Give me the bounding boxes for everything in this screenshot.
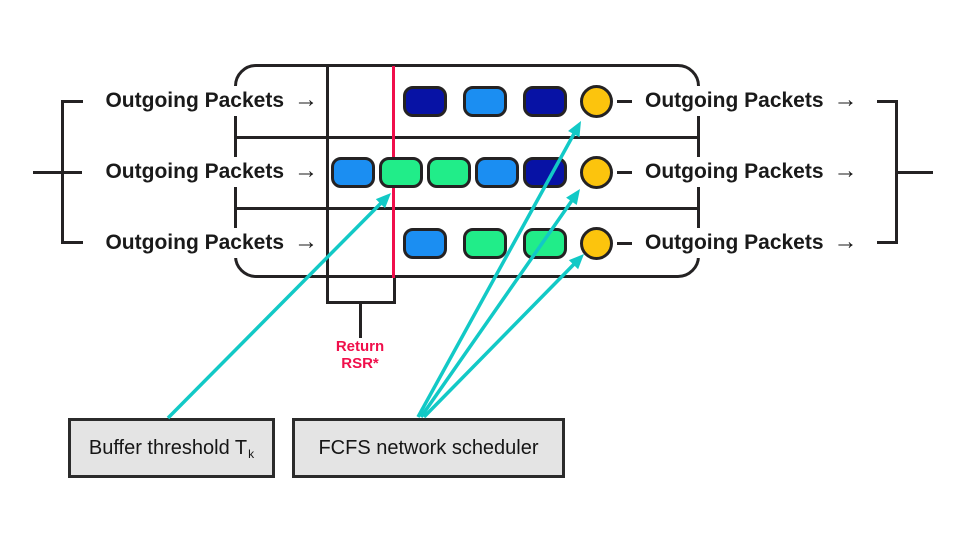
input-tick-top <box>60 100 83 103</box>
input-tick-bottom <box>60 241 83 244</box>
packet-darkblue <box>403 86 447 117</box>
arrow-right-icon: → <box>833 228 858 255</box>
incoming-label-text: Outgoing Packets <box>105 231 284 254</box>
scheduler-link-queue-3 <box>617 242 632 245</box>
return-rsr-line2: RSR* <box>341 355 379 372</box>
row-separator-1 <box>234 135 700 139</box>
scheduler-circle-queue-1 <box>580 85 613 118</box>
incoming-label-queue-3: Outgoing Packets → <box>90 228 318 258</box>
packet-darkblue <box>523 86 567 117</box>
outgoing-label-queue-2: Outgoing Packets → <box>645 157 877 187</box>
arrow-right-icon: → <box>833 157 858 184</box>
packet-lightblue <box>463 86 507 117</box>
input-trunk-line <box>33 170 82 174</box>
scheduler-circle-queue-3 <box>580 227 613 260</box>
outgoing-label-text: Outgoing Packets <box>645 231 824 254</box>
buffer-threshold-box-label: Buffer threshold T <box>88 436 248 459</box>
arrow-right-icon: → <box>294 86 318 113</box>
packet-lightblue <box>475 157 519 188</box>
row-separator-2 <box>234 206 700 210</box>
packet-green <box>379 157 423 188</box>
arrow-right-icon: → <box>294 228 318 255</box>
outgoing-label-queue-3: Outgoing Packets → <box>645 228 877 258</box>
output-tick-bottom <box>876 241 898 244</box>
packet-lightblue <box>331 157 375 188</box>
return-rsr-line1: Return <box>335 338 385 355</box>
packet-green <box>427 157 471 188</box>
outgoing-label-queue-1: Outgoing Packets → <box>645 86 877 116</box>
outgoing-label-text: Outgoing Packets <box>645 160 824 183</box>
packet-lightblue <box>403 228 447 259</box>
threshold-bracket-stem <box>359 301 362 338</box>
queue-2-packets <box>331 157 567 188</box>
incoming-label-text: Outgoing Packets <box>105 89 284 112</box>
incoming-label-text: Outgoing Packets <box>105 160 284 183</box>
threshold-subscript: k <box>248 447 255 461</box>
scheduler-link-queue-1 <box>617 100 632 103</box>
fcfs-arrow-queue-3 <box>422 254 584 419</box>
fcfs-scheduler-box: FCFS network scheduler <box>292 418 565 478</box>
outgoing-label-text: Outgoing Packets <box>645 89 824 112</box>
threshold-bracket-stub <box>392 278 396 304</box>
fcfs-scheduler-box-label: FCFS network scheduler <box>318 436 539 459</box>
arrow-right-icon: → <box>833 86 858 113</box>
packet-green <box>463 228 507 259</box>
return-rsr-label: Return RSR* <box>315 338 405 372</box>
queue-1-packets <box>403 86 567 117</box>
packet-darkblue <box>523 157 567 188</box>
output-trunk-line <box>894 170 933 174</box>
packet-green <box>523 228 567 259</box>
arrow-right-icon: → <box>294 157 318 184</box>
incoming-label-queue-1: Outgoing Packets → <box>90 86 318 116</box>
buffer-boundary-line <box>325 64 329 304</box>
incoming-label-queue-2: Outgoing Packets → <box>90 157 318 187</box>
output-tick-top <box>876 100 898 103</box>
scheduler-circle-queue-2 <box>580 156 613 189</box>
input-bracket-line <box>60 100 64 244</box>
queue-3-packets <box>403 228 567 259</box>
scheduler-link-queue-2 <box>617 171 632 174</box>
